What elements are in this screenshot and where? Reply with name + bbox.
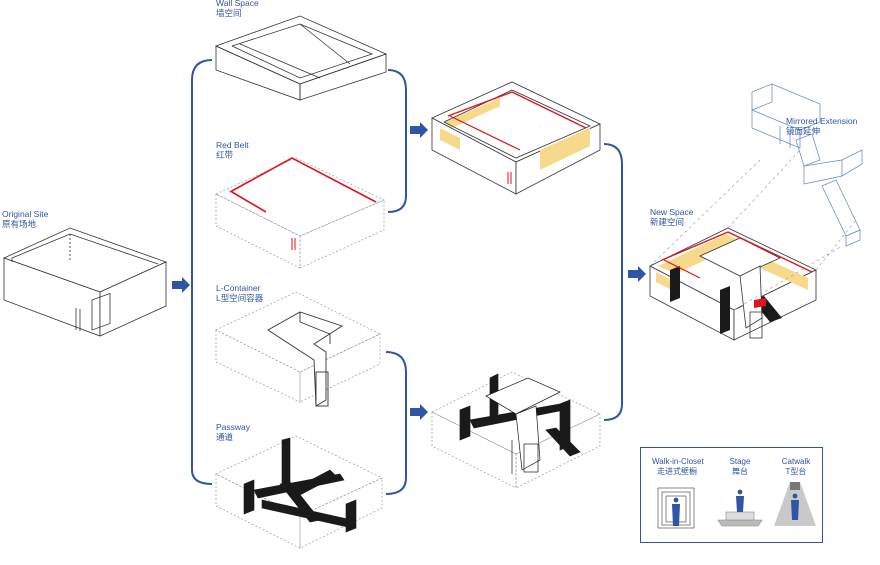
arrow-to-branches <box>172 277 190 293</box>
label-original-site-cn: 原有场地 <box>2 219 37 229</box>
legend-catwalk-en: Catwalk <box>781 457 811 466</box>
combined-red-belt <box>447 91 587 129</box>
bracket-wall-red <box>387 69 407 213</box>
red-belt-line <box>229 157 377 203</box>
person-icon-closet <box>672 497 680 526</box>
branch-bracket-left <box>191 59 213 485</box>
label-original-site: Original Site 原有场地 <box>2 209 48 229</box>
legend-stage: Stage 舞台 <box>720 457 760 477</box>
label-mirrored-extension-cn: 镜面延伸 <box>786 126 821 136</box>
new-space-red-belt <box>661 231 813 273</box>
mirrored-extension-model <box>751 83 863 247</box>
svg-text:~: ~ <box>535 120 545 131</box>
label-mirrored-extension: Mirrored Extension 镜面延伸 <box>786 116 857 136</box>
legend-box <box>640 447 823 543</box>
new-space-model <box>649 227 817 341</box>
wall-space-model <box>214 15 388 101</box>
legend-walk-in-closet-cn: 走进式壁橱 <box>657 467 697 476</box>
label-original-site-en: Original Site <box>2 209 49 219</box>
passway-shapes <box>243 437 357 533</box>
label-passway-cn: 通道 <box>216 432 234 442</box>
legend-catwalk: Catwalk T型台 <box>776 457 816 477</box>
label-wall-space-cn: 墙空间 <box>216 8 242 18</box>
label-passway-en: Passway <box>216 422 251 432</box>
arrow-to-new-space <box>628 266 646 282</box>
arrow-to-combined-top <box>410 122 428 138</box>
legend-walk-in-closet: Walk-in-Closet 走进式壁橱 <box>652 457 704 477</box>
label-l-container-en: L-Container <box>216 283 261 293</box>
legend-catwalk-cn: T型台 <box>785 467 807 476</box>
label-red-belt-en: Red Belt <box>216 140 249 150</box>
bracket-lcontainer-passway <box>385 351 407 495</box>
label-red-belt: Red Belt 红带 <box>216 140 249 160</box>
l-container-shape <box>267 311 344 407</box>
label-passway: Passway 通道 <box>216 422 250 442</box>
stage-icon <box>717 489 763 527</box>
combined-wall-model <box>431 81 601 195</box>
label-l-container-cn: L型空间容器 <box>216 293 264 303</box>
arrow-to-combined-bottom <box>410 404 428 420</box>
label-new-space-en: New Space <box>650 207 694 217</box>
label-wall-space: Wall Space 墙空间 <box>216 0 259 18</box>
legend-stage-en: Stage <box>729 457 751 466</box>
bracket-combine-right <box>603 143 623 421</box>
label-new-space: New Space 新建空间 <box>650 207 693 227</box>
label-mirrored-extension-en: Mirrored Extension <box>786 116 858 126</box>
catwalk-icon <box>774 482 816 526</box>
label-red-belt-cn: 红带 <box>216 150 234 160</box>
legend-walk-in-closet-en: Walk-in-Closet <box>652 457 704 466</box>
label-new-space-cn: 新建空间 <box>650 217 685 227</box>
original-site-model <box>2 227 168 337</box>
combined-passway-model <box>431 371 601 489</box>
label-l-container: L-Container L型空间容器 <box>216 283 263 303</box>
l-container-model <box>215 291 381 403</box>
legend-stage-cn: 舞台 <box>732 467 748 476</box>
combined-passway-shapes <box>459 373 581 474</box>
watermark: ~ <box>535 120 545 131</box>
label-wall-space-en: Wall Space <box>216 0 259 8</box>
red-belt-model <box>215 157 385 269</box>
mirror-projection-lines <box>649 149 857 311</box>
